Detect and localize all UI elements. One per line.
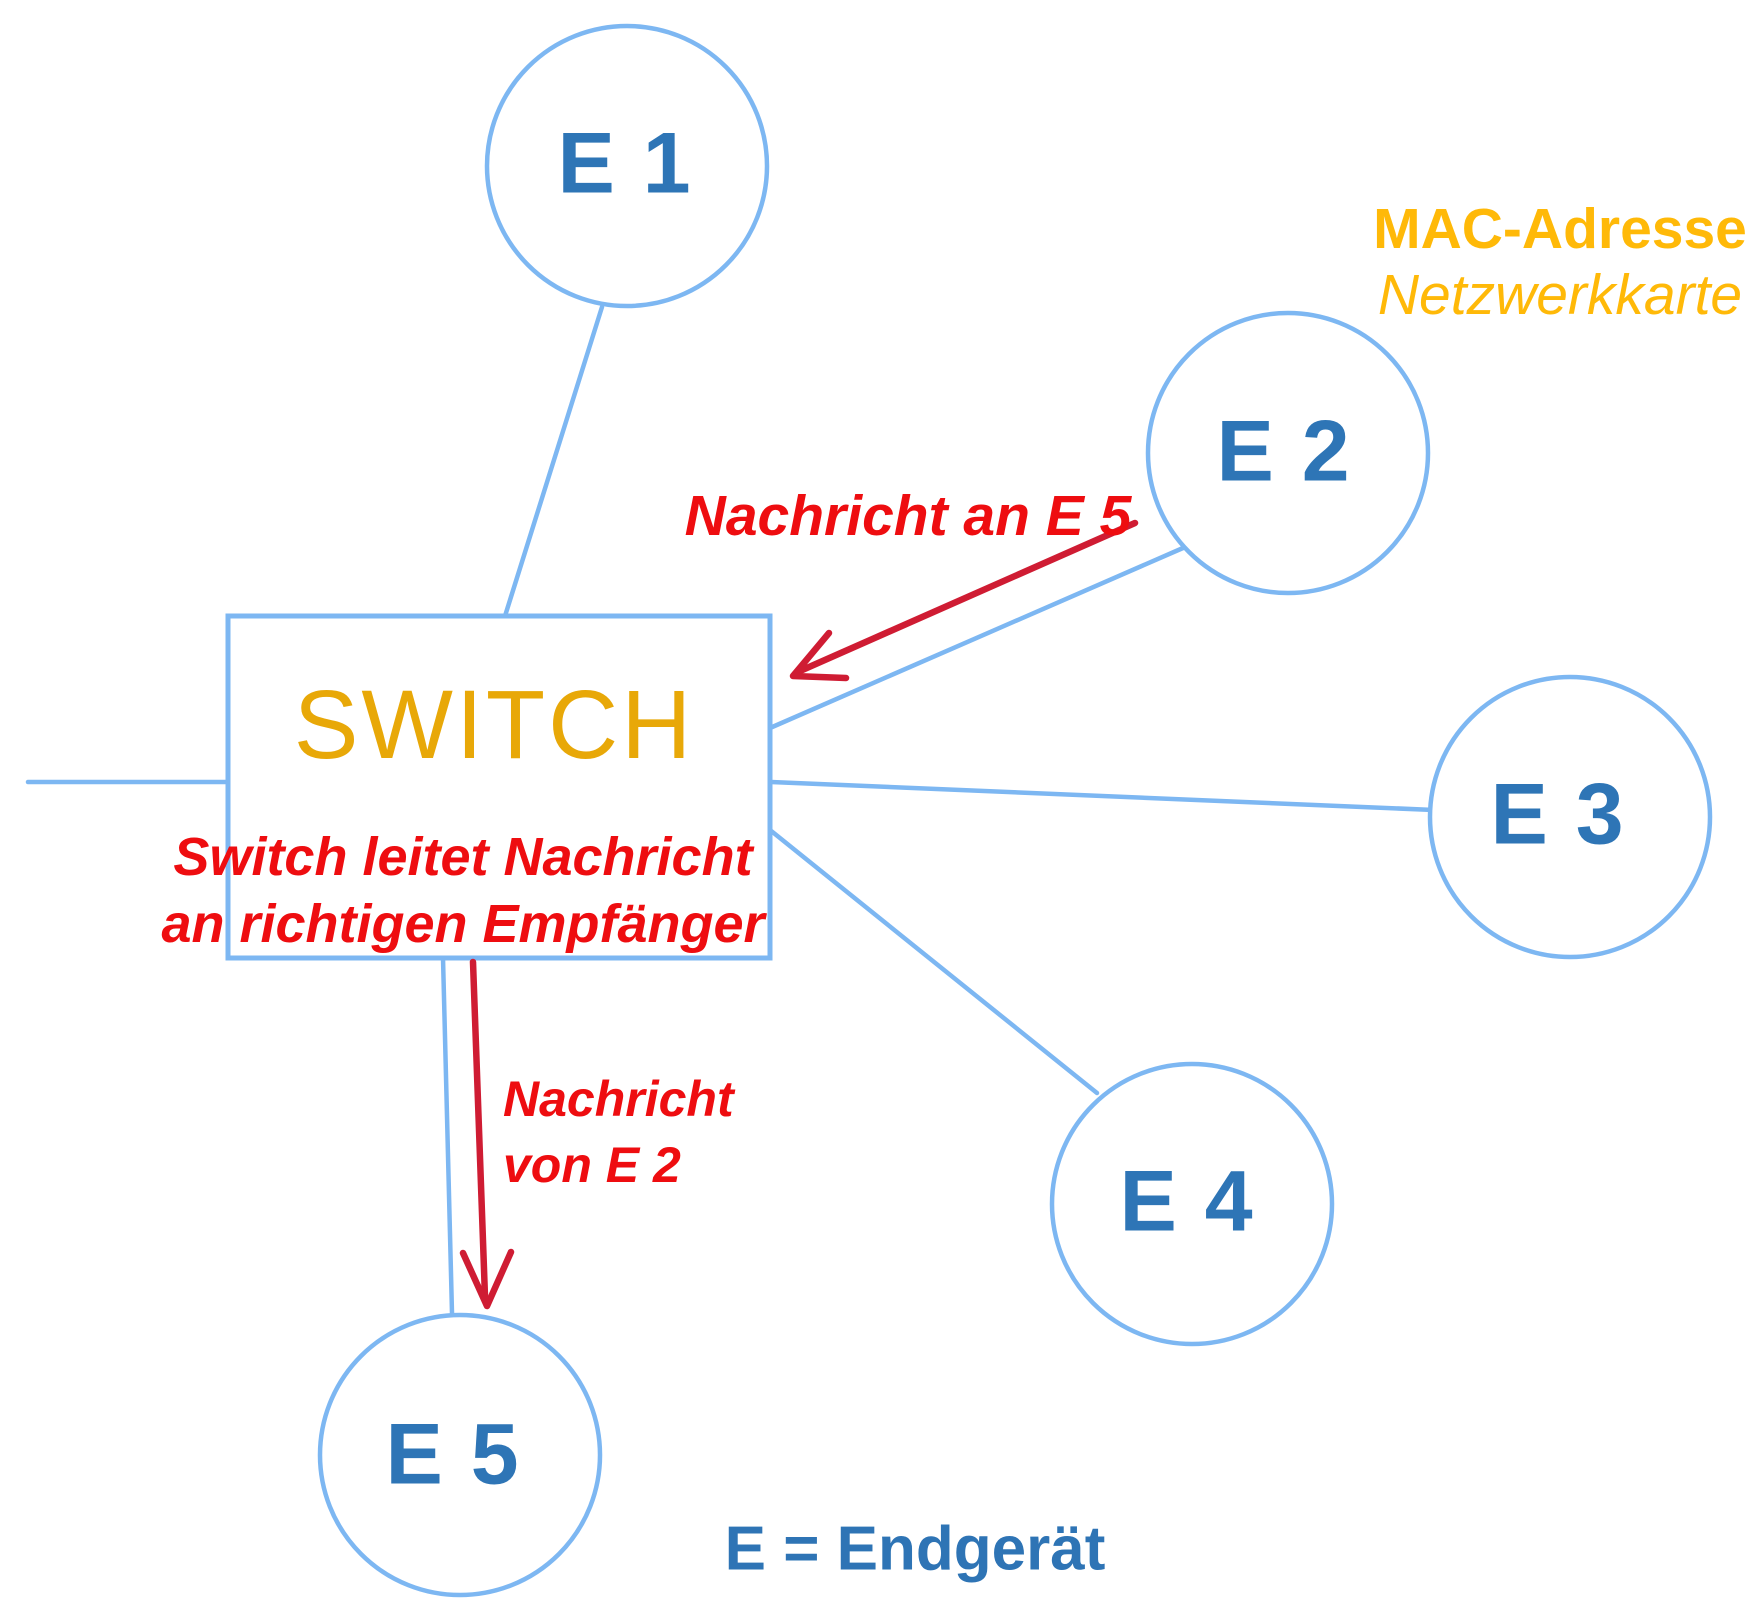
arrow-switch-to-e5-shaft (469, 958, 489, 1301)
link-switch-e5 (440, 955, 455, 1316)
node-circle-e4 (1049, 1061, 1335, 1347)
message-to-switch-label: Nachricht an E 5 (684, 484, 1132, 548)
arrow-e2-to-switch-head (789, 629, 850, 682)
node-circle-e1 (484, 23, 770, 309)
link-switch-e3 (768, 779, 1437, 813)
mac-note-title: MAC-Adresse (1373, 197, 1747, 261)
switch-title: SWITCH (293, 670, 695, 779)
legend-label: E = Endgerät (724, 1514, 1106, 1584)
switch-note-line2: an richtigen Empfänger (161, 894, 765, 954)
node-label-e2: E 2 (1216, 403, 1352, 500)
node-label-e5: E 5 (385, 1406, 521, 1503)
message-to-e5-line1: Nachricht (503, 1071, 734, 1127)
mac-note-subtitle: Netzwerkkarte (1377, 263, 1743, 327)
node-label-e4: E 4 (1119, 1153, 1255, 1250)
node-circle-e5 (317, 1312, 603, 1598)
link-switch-e4 (767, 827, 1100, 1096)
node-label-e3: E 3 (1490, 766, 1626, 863)
arrow-e2-to-switch-shaft (796, 519, 1139, 675)
switch-note-line1: Switch leitet Nachricht (173, 827, 753, 887)
message-to-e5-label: Nachricht von E 2 (503, 1066, 734, 1198)
switch-note: Switch leitet Nachricht an richtigen Emp… (161, 824, 764, 958)
arrow-switch-to-e5-head (459, 1248, 515, 1310)
mac-note: MAC-Adresse Netzwerkkarte (1373, 196, 1747, 328)
node-circle-e2 (1145, 310, 1431, 596)
node-circle-e3 (1427, 674, 1713, 960)
message-to-e5-line2: von E 2 (503, 1137, 681, 1193)
link-switch-e1 (502, 304, 605, 619)
node-label-e1: E 1 (557, 115, 693, 212)
switch-box (225, 613, 773, 961)
link-switch-e2 (767, 545, 1186, 731)
